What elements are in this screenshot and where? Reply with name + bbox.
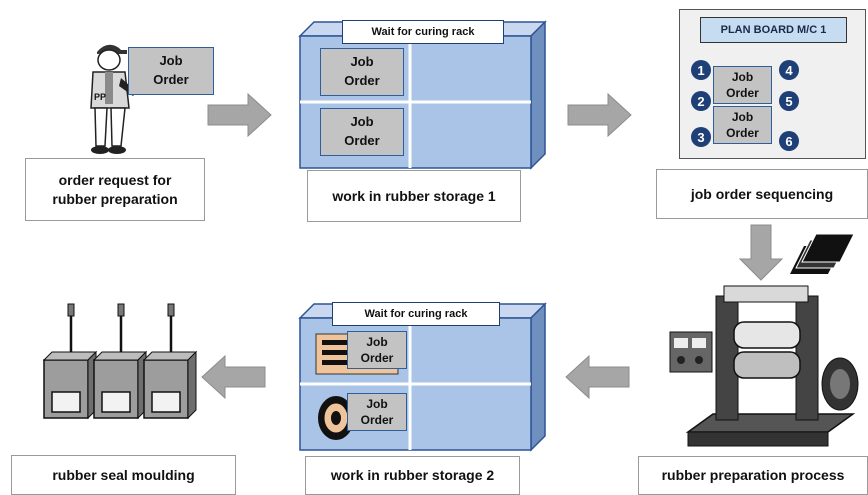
two-roll-mill-icon — [669, 285, 859, 447]
job-order-card: Job Order — [128, 47, 214, 95]
caption-order-request: order request for rubber preparation — [25, 158, 205, 221]
sequence-number: 3 — [691, 127, 711, 147]
caption-moulding: rubber seal moulding — [11, 455, 236, 495]
rubber-sheets-icon — [790, 233, 855, 274]
job-order-card: Job Order — [320, 108, 404, 156]
storage-rack-icon — [298, 302, 547, 452]
worker-badge: PP — [94, 92, 106, 102]
caption-sequencing: job order sequencing — [656, 169, 868, 219]
job-order-card: Job Order — [320, 48, 404, 96]
job-order-card: Job Order — [347, 331, 407, 369]
rack-label: Wait for curing rack — [332, 302, 500, 326]
flow-arrow-icon — [207, 92, 272, 138]
flow-arrow-icon — [738, 224, 784, 281]
flow-arrow-icon — [201, 354, 266, 400]
sequence-number: 1 — [691, 60, 711, 80]
sequence-number: 5 — [779, 91, 799, 111]
caption-preparation: rubber preparation process — [638, 456, 868, 495]
caption-storage-1: work in rubber storage 1 — [307, 170, 521, 222]
sequence-number: 6 — [779, 131, 799, 151]
job-order-card: Job Order — [713, 106, 772, 144]
flow-arrow-icon — [567, 92, 632, 138]
caption-storage-2: work in rubber storage 2 — [305, 456, 520, 495]
rack-label: Wait for curing rack — [342, 20, 504, 44]
flow-arrow-icon — [565, 354, 630, 400]
job-order-card: Job Order — [713, 66, 772, 104]
sequence-number: 4 — [779, 60, 799, 80]
sequence-number: 2 — [691, 91, 711, 111]
plan-board-title: PLAN BOARD M/C 1 — [700, 17, 847, 43]
worker-icon: PP — [90, 44, 137, 154]
moulding-machine-icon — [42, 302, 198, 420]
job-order-card: Job Order — [347, 393, 407, 431]
